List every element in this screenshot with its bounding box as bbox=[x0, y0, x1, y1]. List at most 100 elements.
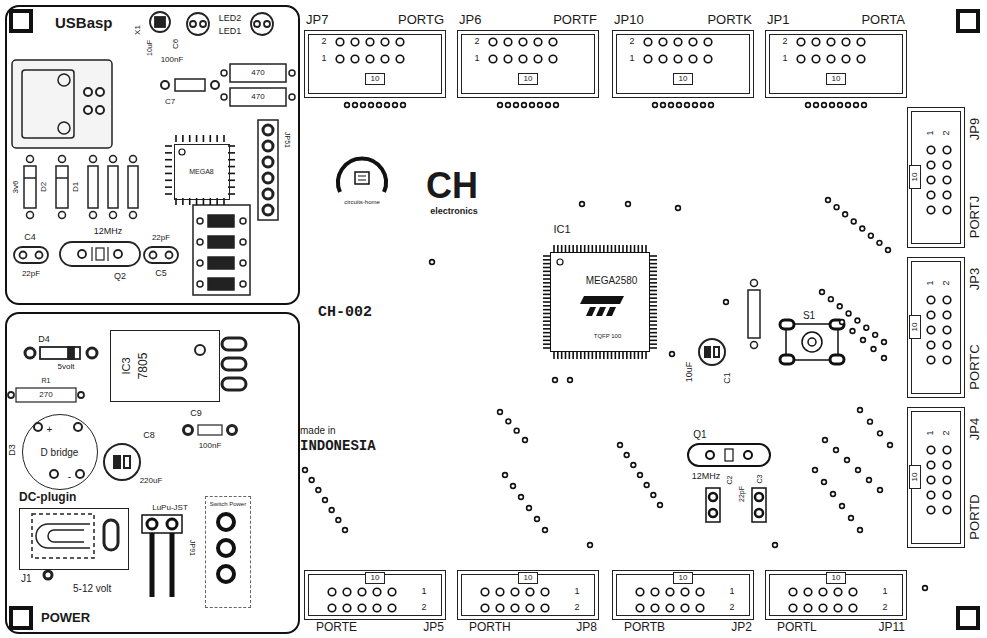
via bbox=[840, 504, 845, 509]
capacitor bbox=[124, 456, 130, 468]
regulator bbox=[222, 358, 246, 370]
chip-pin bbox=[223, 135, 225, 142]
header-pin bbox=[343, 588, 351, 596]
via bbox=[867, 478, 872, 483]
header-pin bbox=[927, 161, 935, 169]
header-pin bbox=[351, 55, 359, 63]
bridge-pads bbox=[76, 470, 84, 478]
via bbox=[316, 488, 321, 493]
switch-pads bbox=[218, 540, 234, 556]
node-text: 10 bbox=[832, 75, 841, 84]
node-text: DC-plugin bbox=[19, 491, 76, 504]
capacitor bbox=[714, 347, 719, 357]
header-pin bbox=[842, 38, 850, 46]
jumper-header bbox=[258, 120, 278, 220]
header-pin bbox=[681, 588, 689, 596]
via bbox=[543, 528, 548, 533]
via bbox=[527, 506, 532, 511]
chip-pin bbox=[650, 309, 657, 311]
mounting-hole bbox=[11, 608, 31, 628]
usb-connector bbox=[84, 106, 92, 114]
via bbox=[850, 329, 855, 334]
via bbox=[860, 226, 865, 231]
crystal-capacitor bbox=[91, 247, 92, 261]
node-text: PORTG bbox=[398, 13, 444, 27]
header-pin bbox=[481, 588, 489, 596]
header-pin bbox=[789, 588, 797, 596]
header-pin bbox=[644, 55, 652, 63]
part-label: 270 bbox=[39, 391, 52, 400]
part-label: S1 bbox=[803, 310, 815, 321]
usb-connector bbox=[12, 60, 112, 148]
part-label: Q1 bbox=[693, 429, 706, 440]
port-header: JP4PORTD1210 bbox=[903, 405, 985, 550]
reset-switch bbox=[786, 324, 838, 360]
header-pin bbox=[343, 604, 351, 612]
crystal-capacitor bbox=[709, 509, 717, 517]
part-label: D1 bbox=[72, 182, 81, 192]
via bbox=[814, 103, 819, 108]
header-pin bbox=[511, 588, 519, 596]
node-text: 7805 bbox=[137, 352, 150, 379]
led-capacitor bbox=[150, 12, 170, 32]
jumper-header bbox=[263, 173, 273, 183]
chip-pin bbox=[543, 343, 550, 345]
via bbox=[554, 103, 559, 108]
via bbox=[877, 240, 882, 245]
part-label: IC1 bbox=[553, 223, 570, 235]
chip-pin bbox=[595, 245, 597, 252]
chip-pin bbox=[543, 317, 550, 319]
chip-pin bbox=[543, 259, 550, 261]
part-label: C5 bbox=[155, 269, 167, 279]
reset-switch bbox=[780, 320, 794, 329]
port-header: JP3PORTC1210 bbox=[903, 255, 985, 400]
header-pin bbox=[943, 476, 951, 484]
diode-resistor bbox=[8, 347, 97, 402]
crystal-capacitor bbox=[20, 252, 27, 259]
chip-body: MEGA8 bbox=[174, 144, 230, 200]
transistor-array bbox=[193, 205, 250, 295]
via bbox=[685, 103, 690, 108]
via bbox=[813, 468, 818, 473]
header-pin bbox=[827, 38, 835, 46]
header-pin bbox=[943, 311, 951, 319]
header-pin bbox=[666, 604, 674, 612]
header-pin bbox=[388, 604, 396, 612]
part-label: 220uF bbox=[140, 477, 163, 486]
node-text: PORTC bbox=[968, 344, 982, 389]
capacitor-resistor bbox=[289, 94, 295, 100]
chip-pin bbox=[622, 245, 624, 252]
header-pin bbox=[351, 38, 359, 46]
node-text: 10 bbox=[911, 323, 920, 332]
chip-pin bbox=[592, 245, 594, 252]
node-text: 10 bbox=[911, 173, 920, 182]
node-text: 10 bbox=[832, 574, 841, 583]
chip-pin bbox=[650, 313, 657, 315]
part-label: D2 bbox=[40, 182, 49, 192]
via bbox=[644, 483, 649, 488]
via bbox=[843, 212, 848, 217]
header-pin bbox=[659, 55, 667, 63]
header-pin bbox=[927, 446, 935, 454]
via bbox=[653, 103, 658, 108]
node-text: - bbox=[68, 470, 71, 481]
node-text: PORTK bbox=[707, 13, 752, 27]
chip-pin bbox=[618, 245, 620, 252]
via bbox=[323, 498, 328, 503]
header-pin bbox=[943, 146, 951, 154]
regulator bbox=[195, 338, 246, 390]
crystal-capacitor bbox=[96, 248, 104, 260]
node-text: PORTH bbox=[469, 621, 511, 634]
node-text: 1 bbox=[421, 587, 426, 597]
header-pin bbox=[366, 55, 374, 63]
power-jumper bbox=[147, 519, 157, 529]
pin1-mark bbox=[557, 259, 563, 265]
chip-pin bbox=[165, 193, 172, 195]
header-pin bbox=[541, 604, 549, 612]
via bbox=[831, 492, 836, 497]
chip-pin bbox=[565, 352, 567, 359]
chip-pin bbox=[543, 263, 550, 265]
diode-resistor bbox=[40, 347, 80, 359]
led-capacitor bbox=[200, 21, 206, 27]
power-jumper bbox=[167, 519, 177, 529]
